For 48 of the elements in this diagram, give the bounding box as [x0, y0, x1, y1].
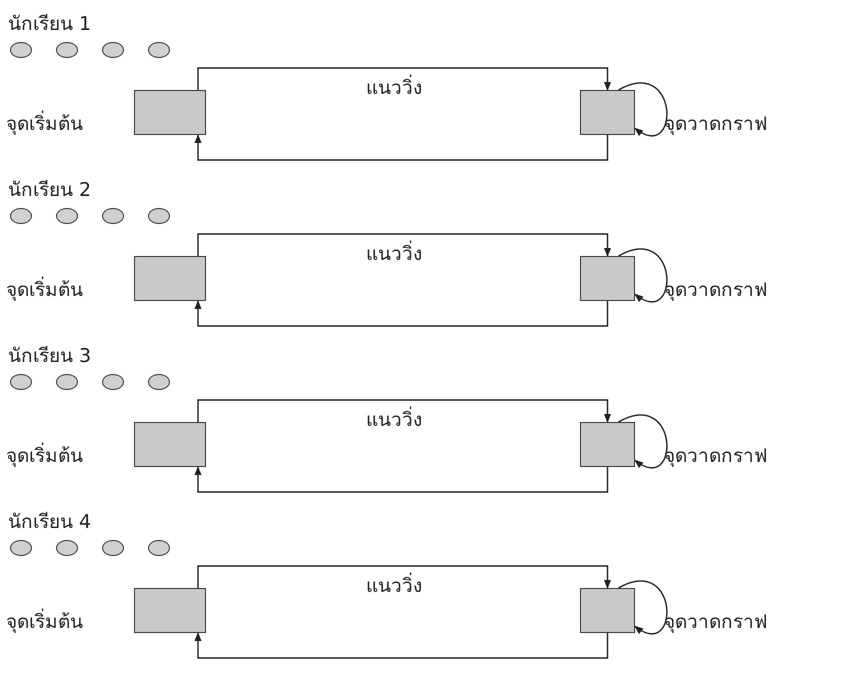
student-circle	[10, 208, 32, 224]
student-circle	[102, 42, 124, 58]
station-label: จุดวาดกราฟ	[664, 112, 767, 137]
curved-arrow	[618, 82, 668, 136]
student-heading: นักเรียน 2	[8, 178, 92, 203]
curved-arrow	[618, 414, 668, 468]
student-circle	[148, 42, 170, 58]
arrow	[197, 67, 612, 91]
student-circle	[148, 374, 170, 390]
station-box	[134, 422, 206, 467]
student-heading: นักเรียน 4	[8, 510, 92, 535]
student-circle	[10, 42, 32, 58]
arrow	[194, 632, 608, 659]
arrow	[197, 233, 612, 257]
station-label: จุดวาดกราฟ	[664, 444, 767, 469]
student-circle	[10, 540, 32, 556]
arrow	[197, 565, 612, 589]
station-box	[580, 256, 635, 301]
student-circle	[56, 208, 78, 224]
station-box	[134, 588, 206, 633]
student-circle	[102, 208, 124, 224]
arrow	[194, 134, 608, 161]
station-label: จุดเริ่มต้น	[6, 606, 83, 636]
station-label: จุดวาดกราฟ	[664, 278, 767, 303]
station-label: จุดเริ่มต้น	[6, 440, 83, 470]
student-heading: นักเรียน 1	[8, 12, 92, 37]
student-circle	[102, 540, 124, 556]
curved-arrow	[618, 580, 668, 634]
student-heading: นักเรียน 3	[8, 344, 92, 369]
station-box	[580, 588, 635, 633]
station-label: จุดเริ่มต้น	[6, 108, 83, 138]
arrow	[197, 399, 612, 423]
student-circle	[148, 208, 170, 224]
student-circle	[102, 374, 124, 390]
station-box	[580, 422, 635, 467]
student-circle	[148, 540, 170, 556]
student-circle	[56, 42, 78, 58]
station-box	[134, 256, 206, 301]
arrow	[194, 466, 608, 493]
student-circle	[56, 540, 78, 556]
station-box	[134, 90, 206, 135]
station-label: จุดวาดกราฟ	[664, 610, 767, 635]
station-box	[580, 90, 635, 135]
curved-arrow	[618, 248, 668, 302]
arrow	[194, 300, 608, 327]
student-circle	[56, 374, 78, 390]
station-label: จุดเริ่มต้น	[6, 274, 83, 304]
student-circle	[10, 374, 32, 390]
